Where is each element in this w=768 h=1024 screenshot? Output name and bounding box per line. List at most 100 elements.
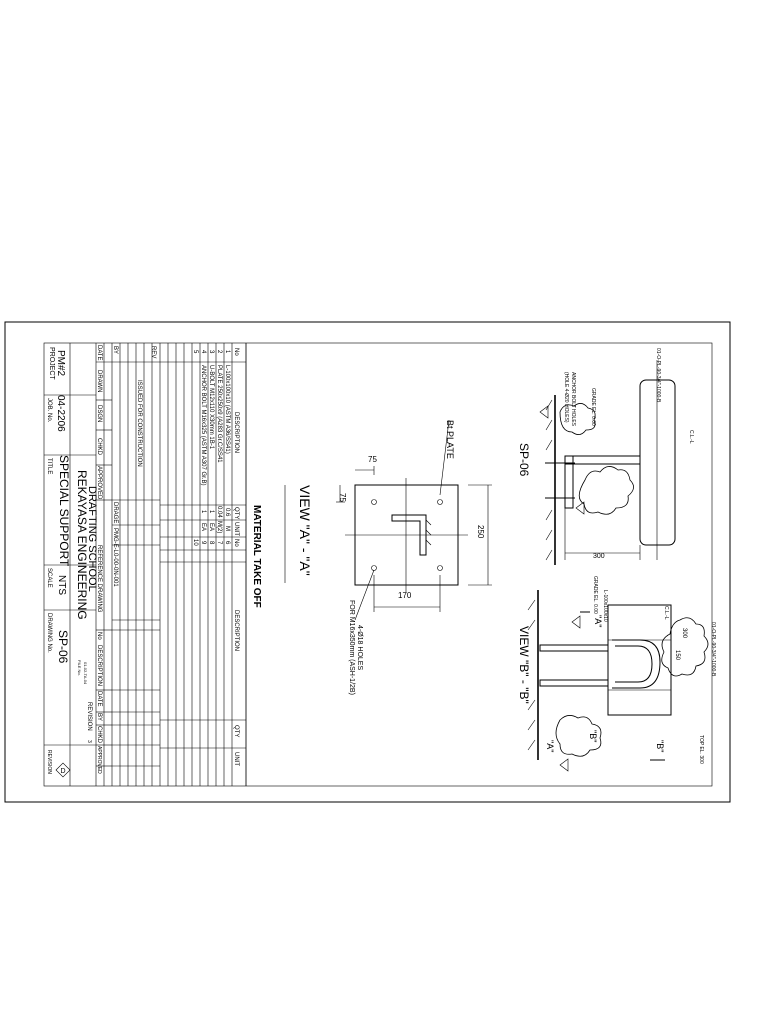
mto-cell: M: [224, 526, 230, 531]
view-b-section: VIEW "B" - "B" "B" "B" "A" "A" 300 150 0…: [517, 576, 716, 772]
mto-cell: EA: [200, 523, 206, 531]
mto-cell: 1: [208, 510, 214, 514]
mto-cell: 3: [208, 350, 214, 354]
mto-cell: U-BOLT M12x110 X30mm 1B-1: [208, 365, 214, 450]
base-plate-elev: [564, 455, 574, 509]
angle-leg: [564, 455, 641, 465]
drawing-title: SPECIAL SUPPORT: [57, 455, 71, 567]
revision-block: DATE BY REV DRAWN DSGN CHKD APPROVED ISS…: [77, 343, 161, 786]
revision-cloud: [559, 403, 596, 435]
by-label: BY: [112, 346, 118, 354]
revision-diamond: [55, 762, 71, 778]
table-row: 4 ANCHOR BOLT M16x325 (ASTM A307 Gr.B) 1…: [200, 350, 206, 545]
dim-75-top: 75: [368, 455, 377, 464]
scale-value: NTS: [56, 575, 67, 595]
company-name: REKAYASA ENGINEERING: [75, 470, 89, 620]
bolt-hole: [371, 565, 377, 571]
u-bolt-inner: [615, 645, 653, 683]
revision-triangle: [559, 758, 569, 772]
job-label: JOB. No.: [46, 398, 52, 423]
elevation-view: SP-06 300 01-O-PL-90-3/4"-1000-B C.L.-L …: [517, 348, 694, 565]
line-number-1: 01-O-PL-90-3/4"-1000-B: [655, 348, 661, 403]
mto-cell: 1: [224, 350, 230, 354]
scale-label: SCALE: [46, 568, 52, 588]
mto-header-unit: UNIT: [233, 522, 239, 536]
view-b-title: VIEW "B" - "B": [517, 626, 531, 704]
mto-cell: 8: [208, 541, 214, 545]
mto-header-unit2: UNIT: [233, 752, 239, 766]
rev-col-approved: APPROVED: [96, 746, 102, 774]
table-row: 3 U-BOLT M12x110 X30mm 1B-1 1 EA 8: [208, 350, 214, 545]
sheet-border: [4, 321, 731, 803]
mto-cell: M(2): [216, 521, 222, 533]
mto-header-desc: DESCRIPTION: [233, 412, 239, 453]
job-value: 04-2206: [55, 395, 66, 432]
mto-cell: ANCHOR BOLT M16x325 (ASTM A307 Gr.B): [200, 365, 206, 485]
mto-cell: 5: [192, 350, 198, 354]
ref-no-label: DRAGE: [112, 502, 118, 523]
rev-col-chkd: CHKD: [96, 726, 102, 744]
revision-cloud: [661, 617, 709, 677]
section-mark-b: "B": [655, 740, 665, 752]
bolt-hole: [437, 499, 443, 505]
drawing-no: SP-06: [56, 630, 70, 664]
bolt-hole: [437, 565, 443, 571]
pipe: [639, 379, 676, 546]
section-mark-a-2: "A": [545, 740, 555, 752]
company-sub: DRAFTING SCHOOL: [86, 486, 98, 592]
base-plate-view: VIEW "A" - "A" 250 170 75 75 Bt PLATE: [284, 419, 492, 695]
revision-cloud: [555, 715, 602, 757]
file-label: FILE No.: [77, 660, 82, 676]
support-plate: [607, 604, 672, 716]
mto-header-qty: QTY: [233, 507, 239, 519]
revision-triangle: [571, 615, 581, 629]
dim-150-b: 150: [674, 650, 680, 661]
table-row: 5 10: [192, 350, 198, 546]
dim-250: 250: [476, 525, 485, 539]
grade-label-2: GRADE EL. 0.00: [592, 576, 598, 614]
file-no: 01-02-TA-04: [83, 662, 88, 685]
dim-75-left: 75: [338, 493, 347, 502]
ref-drawing-label: REFERENCE DRAWING: [96, 545, 102, 613]
rev-col-date: DATE: [96, 691, 102, 707]
rev-col-desc: DESCRIPTION: [96, 645, 102, 686]
revision-cloud: [578, 466, 634, 515]
grade-label-1: GRADE EL. 0.00: [590, 388, 596, 426]
mto-cell: 10: [192, 539, 198, 546]
mto-cell: 7: [216, 541, 222, 545]
cl-label-2: C.L.-L: [663, 606, 669, 620]
mto-cell: PLATE 250x250x9 (A283 Gr.C/SS41: [216, 365, 222, 463]
mto-cell: 1: [200, 510, 206, 514]
base-plate-label: Bt PLATE: [445, 420, 455, 459]
drawing-frame: [43, 342, 713, 787]
angle-column: [539, 679, 609, 687]
mto-cell: 9: [200, 541, 206, 545]
material-take-off: MATERIAL TAKE OFF No DESCRIPTION QTY UNI…: [160, 343, 262, 786]
mto-header-desc2: DESCRIPTION: [233, 610, 239, 651]
mto-cell: 0.6: [224, 508, 230, 517]
dim-170: 170: [398, 591, 412, 600]
dim-300-b: 300: [681, 628, 687, 639]
mto-cell: 0.04: [216, 506, 222, 518]
issue-text: ISSUED FOR CONSTRUCTION: [136, 380, 142, 467]
angle-label: L-100x100x10: [602, 590, 608, 622]
dsgn-label: DSGN: [96, 405, 102, 422]
date-label: DATE: [96, 345, 102, 361]
rev-col-by: BY: [96, 713, 102, 721]
mto-cell: EA: [208, 523, 214, 531]
anchor-note: ANCHOR BOLT HOLES: [570, 372, 576, 427]
view-a-title: VIEW "A" - "A": [297, 485, 313, 576]
mto-title: MATERIAL TAKE OFF: [251, 505, 262, 608]
holes-note-2: FOR M16x350mm (ASH-1/2B): [348, 600, 355, 695]
table-row: 2 PLATE 250x250x9 (A283 Gr.C/SS41 0.04 M…: [216, 350, 222, 545]
bolt-hole: [371, 499, 377, 505]
ref-no: PMG-E-L0-00-0N-001: [112, 528, 118, 587]
revision-triangle: [539, 405, 549, 419]
mto-header-no2: No: [233, 539, 239, 547]
section-mark-b-2: "B": [588, 730, 598, 742]
revision-triangle: [575, 501, 585, 515]
revision-number: 3: [86, 740, 92, 743]
u-bolt: [612, 639, 661, 689]
title-block: PROJECT PM#2 JOB. No. 04-2206 TITLE SPEC…: [44, 343, 98, 786]
